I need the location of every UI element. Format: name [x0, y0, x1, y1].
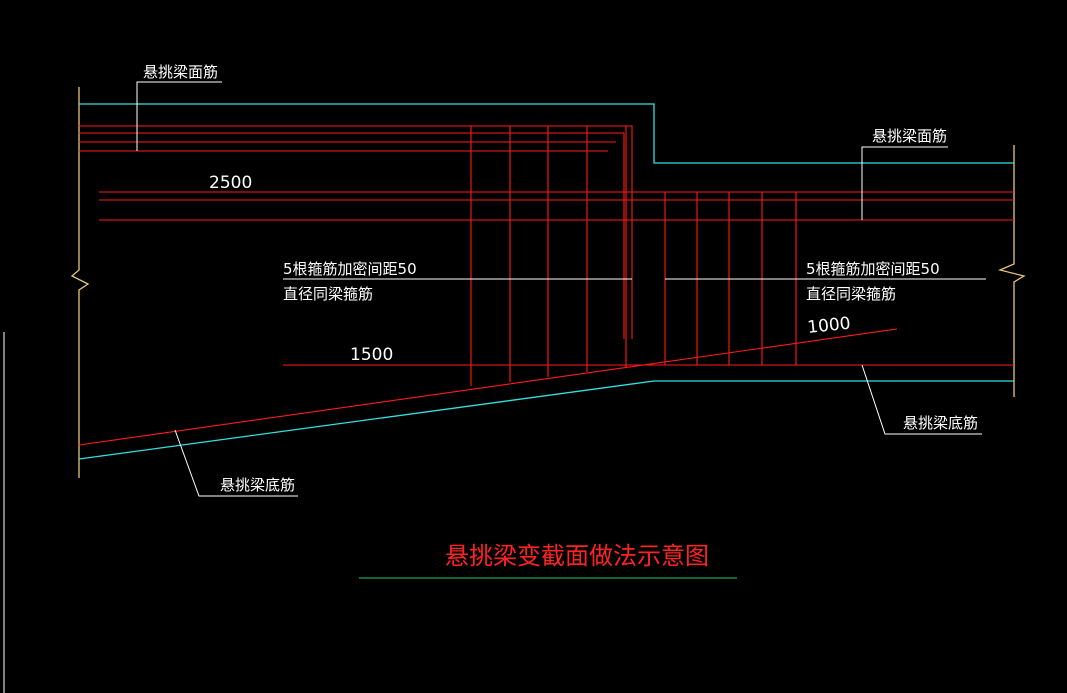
drawing-title: 悬挑梁变截面做法示意图	[445, 542, 709, 570]
top-rebars-left	[79, 125, 633, 339]
leader-lines	[136, 81, 986, 497]
label-top-right-rebar: 悬挑梁面筋	[872, 127, 947, 145]
right-break-line	[997, 145, 1026, 397]
leader-top-right	[861, 146, 948, 220]
left-break-line	[70, 87, 90, 478]
top-rebar-1	[79, 125, 633, 339]
top-rebar-2	[79, 132, 625, 339]
leader-bottom-right	[861, 364, 982, 435]
label-stirrup-left-2: 直径同梁箍筋	[283, 285, 373, 303]
middle-rebars	[78, 191, 1014, 446]
label-top-left-rebar: 悬挑梁面筋	[143, 63, 218, 81]
leader-bottom-left	[174, 429, 298, 497]
leader-top-left	[136, 81, 222, 151]
label-bottom-left-rebar: 悬挑梁底筋	[220, 476, 295, 494]
label-stirrup-right-2: 直径同梁箍筋	[806, 285, 896, 303]
label-stirrup-left-1: 5根箍筋加密间距50	[283, 260, 417, 278]
rebar-bottom-sloped	[78, 328, 898, 446]
dimension-1500: 1500	[350, 345, 393, 365]
dimension-2500: 2500	[209, 173, 252, 193]
label-stirrup-right-1: 5根箍筋加密间距50	[806, 260, 940, 278]
dimension-1000: 1000	[806, 314, 851, 338]
stirrups-left	[470, 126, 627, 386]
beam-top-outline	[79, 103, 1014, 164]
beam-bottom-outline	[78, 380, 1014, 460]
label-bottom-right-rebar: 悬挑梁底筋	[903, 414, 978, 432]
